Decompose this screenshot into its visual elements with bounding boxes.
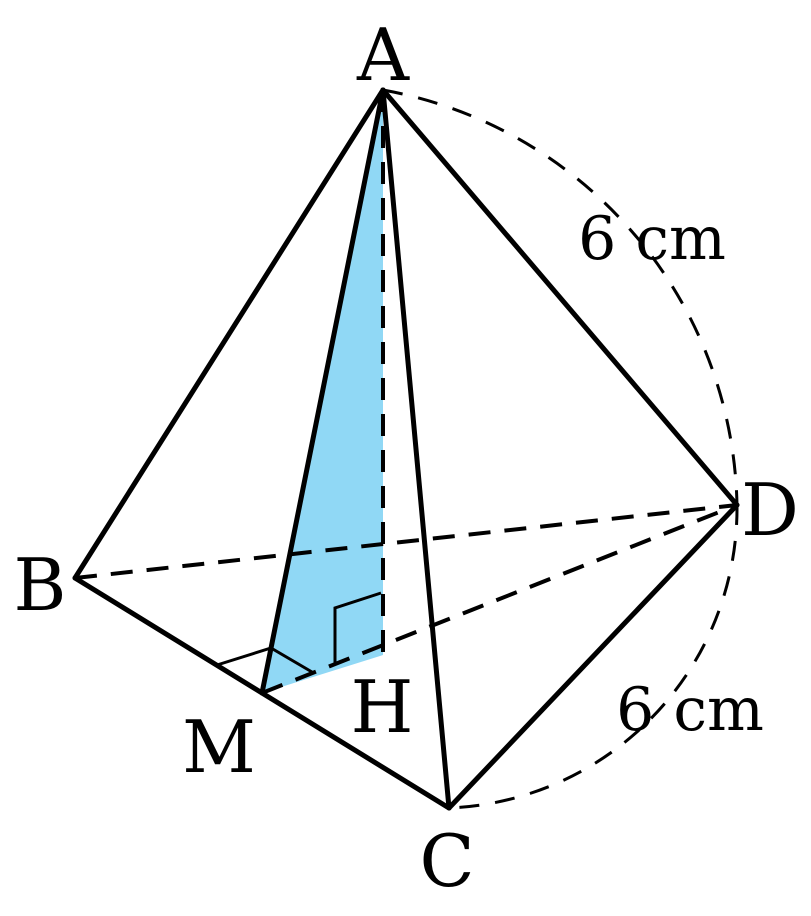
edge-ac xyxy=(380,87,452,811)
measure-dc: 6 cm xyxy=(616,675,764,745)
label-b: B xyxy=(14,543,67,627)
edge-cd xyxy=(446,502,740,811)
edge-ad xyxy=(380,87,740,508)
label-a: A xyxy=(356,13,410,97)
label-d: D xyxy=(741,468,799,552)
edge-ab xyxy=(72,87,386,581)
right-angle-mark-h xyxy=(333,591,382,665)
edge-bd-hidden xyxy=(74,503,738,580)
label-m: M xyxy=(182,705,256,789)
edge-bc xyxy=(72,575,452,811)
segment-am xyxy=(259,87,386,696)
segment-md-hidden xyxy=(261,503,738,695)
measure-ad: 6 cm xyxy=(578,204,726,274)
label-c: C xyxy=(419,819,474,903)
arc-dc xyxy=(448,504,739,810)
label-h: H xyxy=(351,665,414,749)
arc-ad xyxy=(382,88,739,506)
